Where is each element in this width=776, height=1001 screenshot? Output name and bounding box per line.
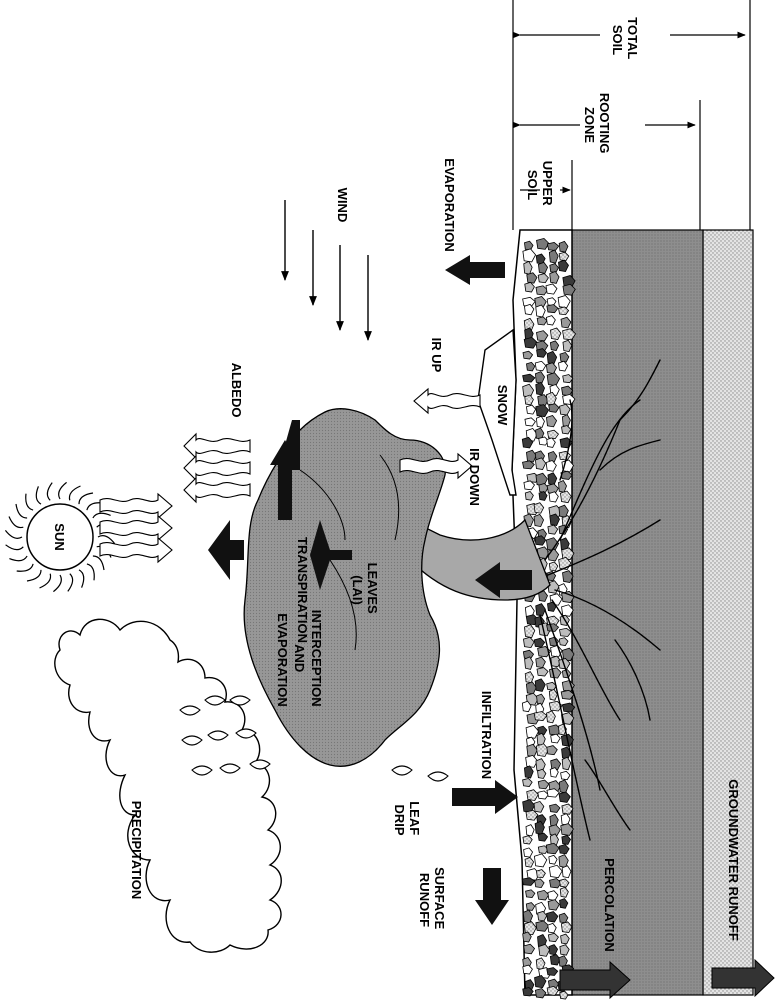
- sun-ray: [47, 483, 52, 501]
- percolation-label: PERCOLATION: [602, 858, 617, 952]
- sun-ray: [36, 486, 41, 504]
- surface-runoff-arrow: [475, 868, 509, 925]
- sun-ray: [26, 494, 33, 510]
- sun-ray: [9, 556, 27, 561]
- sun-ray: [59, 482, 67, 499]
- groundwater-runoff-label: GROUNDWATER RUNOFF: [726, 779, 741, 941]
- sun-ray: [53, 575, 61, 592]
- root-zone-layer: [572, 230, 703, 995]
- upper-soil-label: UPPER SOIL: [525, 161, 555, 209]
- sun-ray: [9, 517, 23, 528]
- albedo-label: ALBEDO: [229, 363, 244, 418]
- total-soil-label: TOTAL SOIL: [610, 17, 640, 63]
- infiltration-arrow: [452, 780, 518, 814]
- evaporation-label: EVAPORATION: [442, 158, 457, 251]
- sun-radiation-arrows: [100, 494, 172, 562]
- sun-ray: [16, 504, 27, 518]
- infiltration-label: INFILTRATION: [479, 691, 494, 779]
- upper-soil-layer: [512, 230, 576, 999]
- albedo-arrows: [184, 434, 250, 502]
- sun-ray: [79, 570, 84, 588]
- evaporation-arrow: [445, 255, 505, 285]
- ir-up-label: IR UP: [429, 338, 444, 373]
- sun-ray: [68, 574, 73, 592]
- surface-runoff-label: SURFACE RUNOFF: [417, 867, 447, 933]
- wind-label: WIND: [335, 188, 350, 223]
- ir-down-label: IR DOWN: [467, 448, 482, 506]
- leaf-drip-label: LEAF DRIP: [392, 801, 422, 839]
- wind-arrows: [285, 200, 368, 340]
- sun-label: SUN: [52, 523, 67, 550]
- sun-ray: [40, 574, 51, 588]
- cloud-icon: [55, 619, 281, 952]
- transpiration-label: TRANSPIRATION: [295, 537, 310, 643]
- sun-ray: [27, 570, 41, 581]
- precipitation-label: PRECIPITATION: [129, 801, 144, 899]
- sun-ray: [79, 493, 93, 504]
- sun-ray: [5, 530, 22, 538]
- sun-ray: [93, 513, 111, 518]
- sun-ray: [17, 564, 33, 571]
- sun-ray: [6, 545, 24, 550]
- sun-ray: [93, 556, 104, 570]
- ir-up-arrow: [414, 389, 480, 413]
- sun-ray: [87, 564, 94, 580]
- rooting-zone-label: ROOTING ZONE: [582, 93, 612, 157]
- sun-ray: [69, 486, 80, 500]
- snow-label: SNOW: [495, 385, 510, 426]
